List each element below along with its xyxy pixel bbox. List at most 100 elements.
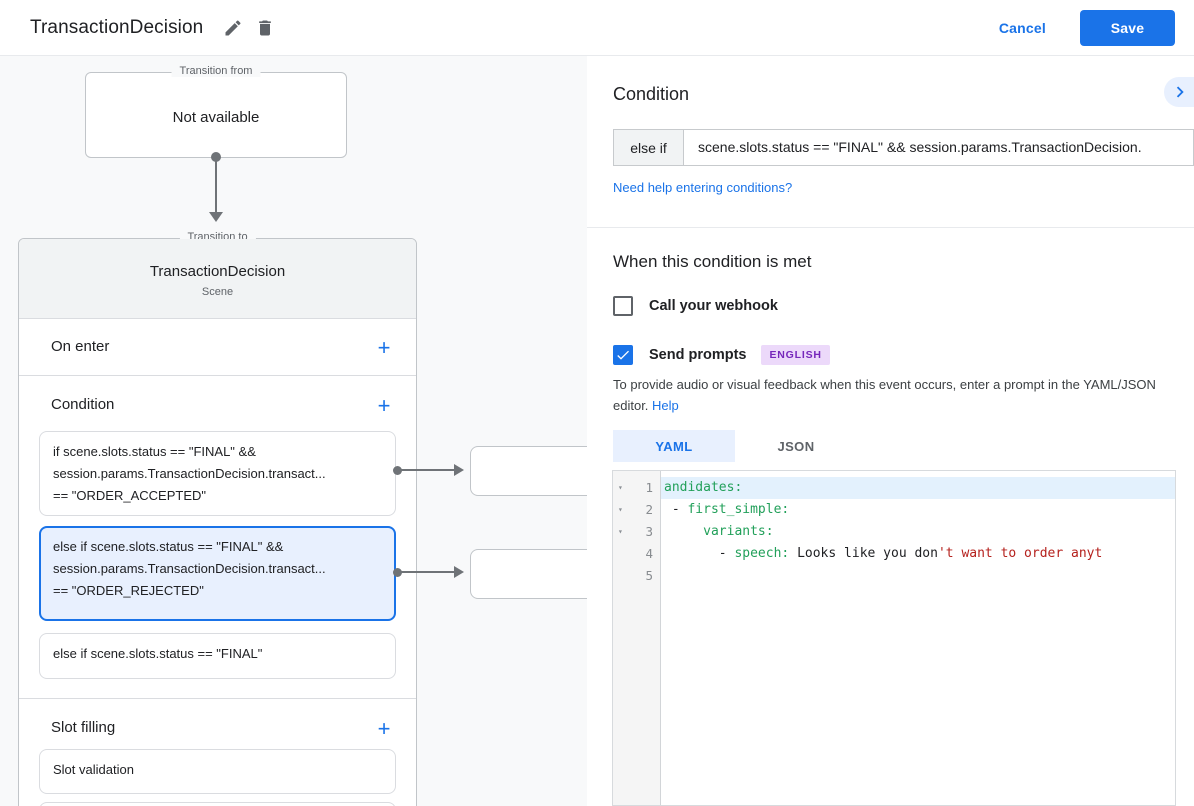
- prompt-description: To provide audio or visual feedback when…: [613, 375, 1169, 417]
- code-line-content[interactable]: [661, 565, 1175, 587]
- when-condition-met-heading: When this condition is met: [613, 252, 812, 271]
- send-prompts-checkbox[interactable]: [613, 345, 633, 365]
- fold-toggle-icon: [613, 565, 630, 587]
- section-divider: [19, 698, 416, 699]
- flow-diagram-canvas: Transition from Not available Transition…: [0, 56, 587, 806]
- fold-toggle-icon: [613, 543, 630, 565]
- scene-subtitle: Scene: [201, 286, 234, 298]
- code-segment: Looks like you don: [789, 546, 938, 561]
- connector-arrowhead: [454, 566, 464, 578]
- code-segment: -: [664, 502, 688, 517]
- trash-icon: [259, 20, 272, 35]
- code-segment: variants:: [703, 524, 774, 539]
- save-button[interactable]: Save: [1080, 9, 1175, 46]
- code-line-content[interactable]: andidates:: [661, 477, 1175, 499]
- condition-card[interactable]: else if scene.slots.status == "FINAL": [39, 633, 396, 679]
- transition-from-box: Transition from Not available: [85, 65, 347, 158]
- editor-line[interactable]: 4 - speech: Looks like you don't want to…: [613, 543, 1175, 565]
- panel-divider: [587, 227, 1194, 228]
- connector-line: [215, 160, 217, 212]
- code-line-content[interactable]: variants:: [661, 521, 1175, 543]
- connector-dot: [211, 152, 221, 162]
- code-segment: andidates:: [664, 480, 743, 495]
- line-number: 4: [645, 546, 653, 561]
- line-number: 2: [645, 502, 653, 517]
- condition-card-selected[interactable]: else if scene.slots.status == "FINAL" &&…: [39, 526, 396, 621]
- code-line-content[interactable]: - first_simple:: [661, 499, 1175, 521]
- editor-line-gutter: ▾3: [613, 521, 661, 543]
- add-condition-button[interactable]: +: [372, 394, 396, 418]
- top-bar: TransactionDecision Cancel Save: [0, 0, 1194, 56]
- editor-line-gutter: ▾2: [613, 499, 661, 521]
- transition-from-content: Not available: [172, 109, 260, 126]
- fold-toggle-icon[interactable]: ▾: [618, 483, 623, 492]
- connector-arrowhead: [209, 212, 223, 222]
- line-number: 5: [645, 568, 653, 583]
- condition-help-link[interactable]: Need help entering conditions?: [613, 180, 793, 195]
- page-title: TransactionDecision: [30, 16, 204, 38]
- slot-validation-card[interactable]: Slot validation: [39, 749, 396, 794]
- pencil-icon: [225, 19, 241, 35]
- connector-dot: [393, 466, 402, 475]
- code-segment: -: [664, 546, 735, 561]
- send-prompts-row[interactable]: Send prompts ENGLISH: [613, 345, 830, 365]
- editor-tabs: YAML JSON: [613, 430, 857, 462]
- delete-scene-button[interactable]: [249, 12, 281, 44]
- line-number: 3: [645, 524, 653, 539]
- line-number: 1: [645, 480, 653, 495]
- panel-heading: Condition: [613, 84, 690, 104]
- on-enter-label: On enter: [51, 338, 110, 355]
- condition-expression-input[interactable]: scene.slots.status == "FINAL" && session…: [684, 129, 1194, 166]
- editor-line[interactable]: ▾3 variants:: [613, 521, 1175, 543]
- slot-filling-label: Slot filling: [51, 719, 116, 736]
- condition-input-row: else if scene.slots.status == "FINAL" &&…: [613, 129, 1194, 166]
- webhook-checkbox[interactable]: [613, 296, 633, 316]
- editor-line-gutter: ▾1: [613, 477, 661, 499]
- connector-arrowhead: [454, 464, 464, 476]
- edit-title-button[interactable]: [217, 12, 249, 44]
- code-segment: [664, 524, 703, 539]
- editor-line[interactable]: 5: [613, 565, 1175, 587]
- collapse-panel-button[interactable]: [1164, 77, 1194, 107]
- prompt-description-text: To provide audio or visual feedback when…: [613, 377, 1156, 413]
- send-prompts-label: Send prompts: [649, 347, 747, 363]
- add-slot-button[interactable]: +: [372, 717, 396, 741]
- chevron-right-icon: [1176, 86, 1184, 98]
- condition-section-header: Condition +: [19, 376, 416, 431]
- checkmark-icon: [617, 350, 629, 360]
- tab-json[interactable]: JSON: [735, 430, 857, 462]
- call-webhook-row[interactable]: Call your webhook: [613, 296, 778, 316]
- code-segment: speech:: [734, 546, 790, 561]
- transition-target-box[interactable]: [470, 549, 587, 599]
- code-segment: 't want to order anyt: [937, 546, 1103, 561]
- condition-card[interactable]: if scene.slots.status == "FINAL" && sess…: [39, 431, 396, 516]
- slot-filling-section-header: Slot filling +: [19, 699, 416, 754]
- code-line-content[interactable]: - speech: Looks like you don't want to o…: [661, 543, 1175, 565]
- connector-dot: [393, 568, 402, 577]
- transition-from-legend: Transition from: [171, 65, 261, 77]
- editor-line[interactable]: ▾2 - first_simple:: [613, 499, 1175, 521]
- tab-yaml[interactable]: YAML: [613, 430, 735, 462]
- scene-title: TransactionDecision: [149, 263, 286, 280]
- connector-line: [400, 571, 454, 573]
- condition-label: Condition: [51, 396, 115, 413]
- webhook-label: Call your webhook: [649, 298, 778, 314]
- cancel-button[interactable]: Cancel: [998, 19, 1046, 36]
- editor-line-gutter: 4: [613, 543, 661, 565]
- fold-toggle-icon[interactable]: ▾: [618, 505, 623, 514]
- add-on-enter-button[interactable]: +: [372, 336, 396, 360]
- help-link[interactable]: Help: [652, 397, 679, 413]
- fold-toggle-icon[interactable]: ▾: [618, 527, 623, 536]
- partial-card: [39, 802, 396, 806]
- transition-target-box[interactable]: [470, 446, 587, 496]
- transition-to-box: Transition to TransactionDecision Scene …: [18, 231, 417, 806]
- editor-line-gutter: 5: [613, 565, 661, 587]
- language-badge: ENGLISH: [761, 345, 830, 365]
- scene-card-header: TransactionDecision Scene: [19, 239, 416, 319]
- condition-prefix-label: else if: [613, 129, 684, 166]
- connector-line: [400, 469, 454, 471]
